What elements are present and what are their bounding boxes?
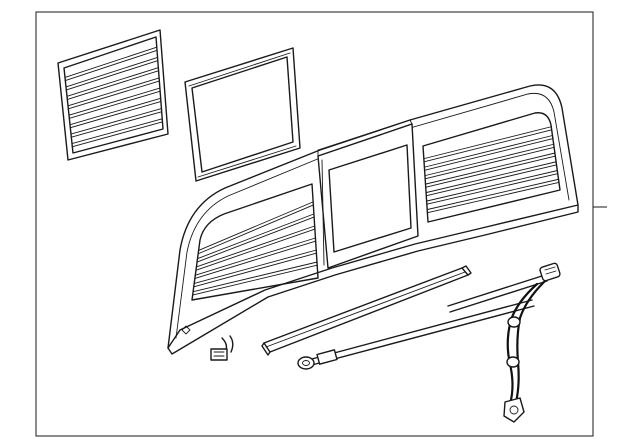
louver-slat: [64, 49, 158, 82]
louver-slat: [71, 121, 163, 148]
louver-slat: [193, 252, 317, 288]
weatherstrip-channel: [261, 265, 472, 356]
louver-slat: [194, 240, 316, 279]
framed-glass-panel: [184, 47, 301, 182]
louver-slat: [64, 46, 158, 78]
louver-slat: [425, 155, 556, 188]
louver-slat: [424, 135, 553, 168]
connector-pigtail: [210, 335, 234, 361]
louver-slat: [426, 170, 558, 202]
louver-slat: [426, 173, 558, 205]
louver-slat: [198, 204, 314, 254]
louver-slat: [424, 126, 552, 159]
louver-slat: [69, 97, 162, 126]
louver-slat: [196, 228, 316, 271]
louver-slat: [426, 164, 557, 197]
rear-window-assembly: [167, 84, 579, 355]
louver-slat: [67, 77, 160, 107]
louver-slat: [197, 216, 315, 263]
louver-slat: [194, 237, 316, 276]
louver-slat: [426, 161, 557, 193]
louver-slat: [197, 213, 315, 260]
louver-slat: [66, 67, 159, 97]
louver-slat: [427, 181, 560, 214]
defogger-wire-harness: [297, 262, 561, 423]
louver-slat: [198, 201, 314, 251]
louver-slat: [192, 261, 318, 293]
louver-slat: [196, 225, 316, 268]
louver-slat: [70, 108, 162, 135]
louver-slat: [424, 138, 553, 171]
louver-slat: [68, 90, 161, 119]
louver-slat: [71, 118, 163, 145]
diagram-border: [35, 11, 594, 437]
louver-slat: [69, 101, 162, 129]
louver-slat: [425, 152, 556, 185]
louver-slat: [68, 87, 161, 116]
louver-slat: [70, 111, 162, 138]
louver-slat: [425, 143, 555, 176]
louver-slat: [425, 146, 555, 180]
louvered-glass-panel: [57, 29, 169, 161]
louver-slat: [193, 249, 317, 284]
louver-slat: [424, 129, 552, 163]
louver-slat: [192, 264, 318, 296]
louver-slat: [427, 178, 560, 210]
louver-slat: [65, 60, 159, 91]
louver-slat: [67, 80, 160, 110]
louver-slat: [66, 70, 159, 100]
louver-slat: [65, 56, 159, 88]
